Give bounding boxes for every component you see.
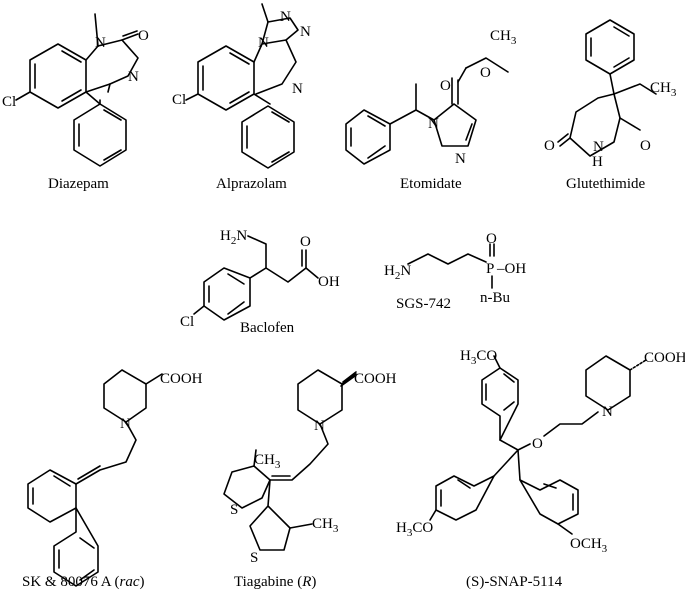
baclofen-oh-label: OH [318,274,340,290]
sgs742-caption: SGS-742 [396,296,451,312]
alprazolam-n1-label: N [258,35,269,51]
sk80076-cooh-label: COOH [160,371,203,387]
snap5114-h3co2-label: H3CO [396,520,433,539]
etomidate-structure: CH3 O O N N Etomidate [345,28,517,192]
baclofen-structure: H2N O OH Cl Baclofen [180,228,340,336]
sgs742-oh-label: –OH [496,261,526,277]
snap5114-o-label: O [532,436,543,452]
sgs742-h2n-label: H2N [384,263,411,282]
alprazolam-structure: N N N N Cl Alprazolam [172,3,311,192]
etomidate-o1-label: O [480,65,491,81]
glutethimide-o1-label: O [544,138,555,154]
glutethimide-n-label: N [593,139,604,155]
snap5114-och3-label: OCH3 [570,536,608,555]
diazepam-n1-label: N [95,35,106,51]
sk80076-structure: N COOH SK & 80076 A (rac) [22,369,203,590]
snap5114-caption: (S)-SNAP-5114 [466,574,563,590]
snap5114-structure: N O COOH H3CO H3CO OCH3 (S)-SNAP-5114 [396,348,685,590]
alprazolam-caption: Alprazolam [216,176,287,192]
etomidate-ch3-label: CH3 [490,28,517,47]
sgs742-o-label: O [486,231,497,247]
sgs742-p-label: P [486,261,494,277]
tiagabine-s1-label: S [230,502,238,518]
tiagabine-caption: Tiagabine (R) [234,574,316,590]
baclofen-o-label: O [300,234,311,250]
diazepam-caption: Diazepam [48,176,109,192]
snap5114-cooh-label: COOH [644,350,685,366]
tiagabine-structure: N COOH S S CH3 CH3 Tiagabine (R) [223,369,397,590]
etomidate-o2-label: O [440,78,451,94]
glutethimide-o2-label: O [640,138,651,154]
tiagabine-cooh-label: COOH [354,371,397,387]
etomidate-n1-label: N [428,116,439,132]
baclofen-caption: Baclofen [240,320,295,336]
diazepam-o-label: O [138,28,149,44]
glutethimide-ch3-label: CH3 [650,80,677,99]
baclofen-h2n-label: H2N [220,228,247,247]
glutethimide-h-label: H [592,154,603,170]
sk80076-caption: SK & 80076 A (rac) [22,574,145,590]
snap5114-h3co1-label: H3CO [460,348,497,367]
alprazolam-cl-label: Cl [172,92,186,108]
etomidate-caption: Etomidate [400,176,462,192]
baclofen-cl-label: Cl [180,314,194,330]
tiagabine-ch3b-label: CH3 [312,516,339,535]
alprazolam-n4-label: N [292,81,303,97]
glutethimide-caption: Glutethimide [566,176,645,192]
snap5114-n-label: N [602,404,613,420]
alprazolam-n3-label: N [300,24,311,40]
diazepam-n2-label: N [128,69,139,85]
sgs742-nbu-label: n-Bu [480,290,511,306]
diazepam-cl-label: Cl [2,94,16,110]
sgs742-structure: H2N O P –OH n-Bu SGS-742 [384,231,526,312]
sk80076-n-label: N [120,416,131,432]
tiagabine-ch3a-label: CH3 [254,452,281,471]
etomidate-n2-label: N [455,151,466,167]
tiagabine-n-label: N [314,418,325,434]
tiagabine-s2-label: S [250,550,258,566]
diazepam-structure: N O Cl N Diazepam [2,13,149,192]
glutethimide-structure: CH3 O O N H Glutethimide [544,19,677,192]
alprazolam-n2-label: N [280,9,291,25]
